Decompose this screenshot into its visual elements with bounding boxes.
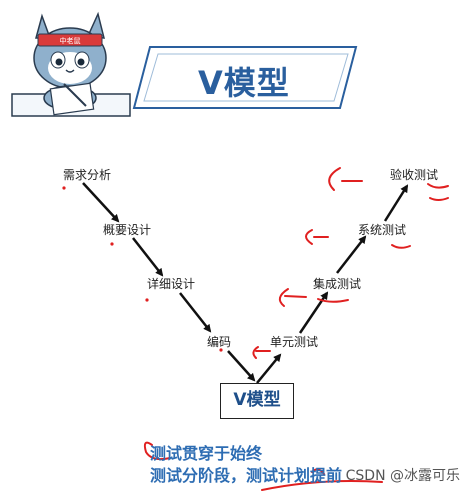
step-acceptance-test: 验收测试: [390, 168, 439, 182]
step-system-test: 系统测试: [358, 223, 407, 237]
arrow-coding-to-box: [227, 350, 256, 382]
page-title: V模型: [198, 64, 290, 102]
arrow-box-to-unit: [256, 353, 282, 384]
arrow-integration-to-system: [336, 235, 367, 274]
arrow-detail-to-coding: [179, 292, 212, 333]
step-detail-design: 详细设计: [147, 277, 196, 291]
headband-text: 中老鼠: [60, 36, 81, 45]
watermark: CSDN @冰露可乐: [345, 468, 460, 484]
arrow-req-to-outline: [82, 182, 120, 223]
arrow-outline-to-detail: [132, 237, 164, 277]
red-dots: [62, 186, 223, 352]
step-unit-test: 单元测试: [270, 335, 319, 349]
arrow-system-to-acceptance: [383, 184, 409, 222]
title-banner: [132, 46, 358, 109]
mascot-cat-icon: [33, 11, 107, 116]
step-integration-test: 集成测试: [313, 277, 362, 291]
step-coding: 编码: [207, 335, 232, 349]
note-line-2: 测试分阶段，测试计划提前: [150, 466, 343, 485]
arrow-unit-to-integration: [298, 291, 329, 334]
red-annotations: [143, 167, 449, 491]
step-outline-design: 概要设计: [103, 223, 152, 237]
step-requirements-analysis: 需求分析: [63, 168, 112, 182]
v-model-box: V模型: [220, 383, 294, 419]
note-line-1: 测试贯穿于始终: [150, 444, 263, 463]
